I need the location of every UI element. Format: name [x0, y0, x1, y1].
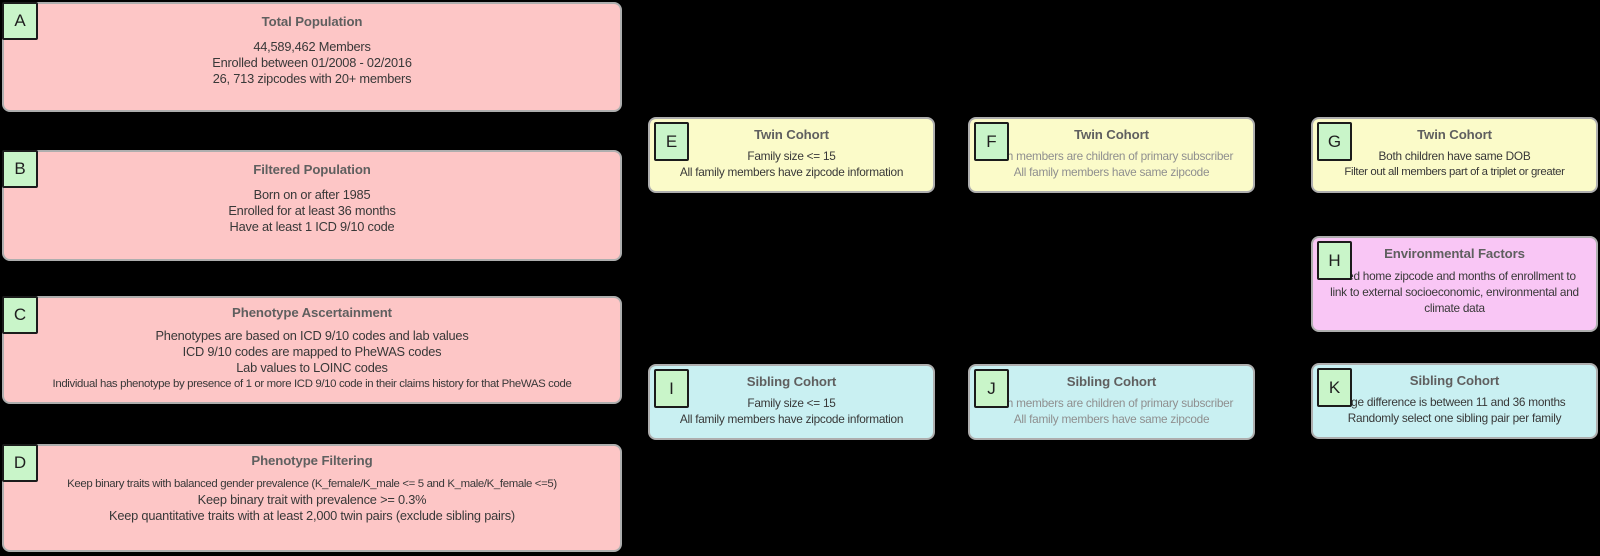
node-title: Sibling Cohort: [1409, 373, 1500, 388]
node-filtered-population: B Filtered Population Born on or after 1…: [2, 150, 622, 261]
node-label-c: C: [2, 296, 38, 334]
node-line: link to external socioeconomic, environm…: [1330, 285, 1579, 299]
node-line: Enrolled between 01/2008 - 02/2016: [212, 55, 412, 70]
node-total-population: A Total Population 44,589,462 Members En…: [2, 2, 622, 112]
node-label-k: K: [1317, 368, 1352, 407]
node-twin-cohort-g: G Twin Cohort Both children have same DO…: [1311, 117, 1598, 193]
node-body: Family size <= 15 All family members hav…: [650, 395, 933, 427]
node-environmental-factors: H Environmental Factors Used home zipcod…: [1311, 236, 1598, 332]
node-title: Twin Cohort: [754, 127, 829, 142]
node-body: Keep binary traits with balanced gender …: [4, 476, 620, 524]
node-line: climate data: [1424, 301, 1485, 315]
node-twin-cohort-f: F Twin Cohort Both members are children …: [968, 117, 1255, 193]
node-phenotype-filtering: D Phenotype Filtering Keep binary traits…: [2, 444, 622, 552]
node-body: Both children have same DOB Filter out a…: [1313, 148, 1596, 180]
node-title: Phenotype Ascertainment: [232, 305, 392, 320]
node-label-k-text: K: [1328, 377, 1341, 397]
node-line: Filter out all members part of a triplet…: [1344, 166, 1565, 178]
node-line: Both members are children of primary sub…: [989, 396, 1234, 410]
node-label-j-text: J: [987, 378, 996, 398]
node-label-i: I: [654, 369, 689, 408]
node-phenotype-ascertainment: C Phenotype Ascertainment Phenotypes are…: [2, 296, 622, 404]
node-line: Age difference is between 11 and 36 mont…: [1343, 395, 1566, 409]
node-line: Individual has phenotype by presence of …: [52, 378, 572, 390]
node-line: Both members are children of primary sub…: [989, 149, 1234, 163]
node-label-e: E: [654, 122, 689, 161]
node-sibling-cohort-j: J Sibling Cohort Both members are childr…: [968, 364, 1255, 440]
node-label-h: H: [1317, 241, 1352, 280]
node-label-c-text: C: [13, 305, 27, 324]
node-label-f-text: F: [986, 131, 997, 151]
node-line: 44,589,462 Members: [253, 39, 371, 54]
node-line: All family members have same zipcode: [1013, 412, 1210, 426]
node-label-g: G: [1317, 122, 1352, 161]
node-label-a-text: A: [14, 11, 26, 30]
node-line: Keep binary traits with balanced gender …: [67, 478, 557, 490]
node-line: Both children have same DOB: [1378, 149, 1531, 163]
node-title: Filtered Population: [253, 162, 371, 177]
node-body: 44,589,462 Members Enrolled between 01/2…: [4, 39, 620, 87]
node-line: Enrolled for at least 36 months: [228, 203, 396, 218]
node-line: Born on or after 1985: [253, 187, 371, 202]
node-title: Twin Cohort: [1074, 127, 1149, 142]
node-sibling-cohort-k: K Sibling Cohort Age difference is betwe…: [1311, 363, 1598, 439]
node-line: Family size <= 15: [747, 396, 836, 410]
node-label-g-text: G: [1327, 131, 1342, 151]
node-title: Environmental Factors: [1384, 246, 1525, 261]
node-line: All family members have zipcode informat…: [679, 165, 904, 179]
node-line: Randomly select one sibling pair per fam…: [1347, 411, 1562, 425]
node-twin-cohort-e: E Twin Cohort Family size <= 15 All fami…: [648, 117, 935, 193]
node-label-d: D: [2, 444, 38, 482]
node-body: Born on or after 1985 Enrolled for at le…: [4, 187, 620, 235]
node-title: Total Population: [261, 14, 363, 29]
node-label-d-text: D: [13, 453, 27, 472]
node-title: Twin Cohort: [1417, 127, 1492, 142]
node-line: ICD 9/10 codes are mapped to PheWAS code…: [182, 344, 442, 359]
node-body: Both members are children of primary sub…: [970, 148, 1253, 180]
node-body: Used home zipcode and months of enrollme…: [1313, 268, 1596, 316]
node-body: Age difference is between 11 and 36 mont…: [1313, 394, 1596, 426]
node-title: Sibling Cohort: [1066, 374, 1157, 389]
node-body: Phenotypes are based on ICD 9/10 codes a…: [4, 328, 620, 392]
node-line: 26, 713 zipcodes with 20+ members: [212, 71, 412, 86]
node-label-b-text: B: [14, 159, 26, 178]
node-label-j: J: [974, 369, 1009, 408]
node-title: Sibling Cohort: [746, 374, 837, 389]
node-line: Have at least 1 ICD 9/10 code: [229, 219, 395, 234]
node-body: Family size <= 15 All family members hav…: [650, 148, 933, 180]
node-line: Lab values to LOINC codes: [236, 360, 388, 375]
node-line: Used home zipcode and months of enrollme…: [1333, 269, 1576, 283]
node-line: Family size <= 15: [747, 149, 836, 163]
node-sibling-cohort-i: I Sibling Cohort Family size <= 15 All f…: [648, 364, 935, 440]
node-title: Phenotype Filtering: [251, 453, 373, 468]
node-line: All family members have same zipcode: [1013, 165, 1210, 179]
node-line: Keep binary trait with prevalence >= 0.3…: [197, 492, 427, 507]
node-body: Both members are children of primary sub…: [970, 395, 1253, 427]
node-label-i-text: I: [669, 378, 674, 398]
node-line: Phenotypes are based on ICD 9/10 codes a…: [155, 328, 469, 343]
node-label-h-text: H: [1328, 250, 1341, 270]
node-line: Keep quantitative traits with at least 2…: [108, 508, 515, 523]
node-label-a: A: [2, 2, 38, 40]
node-label-e-text: E: [665, 131, 678, 151]
node-line: All family members have zipcode informat…: [679, 412, 904, 426]
node-label-f: F: [974, 122, 1009, 161]
node-label-b: B: [2, 150, 38, 188]
